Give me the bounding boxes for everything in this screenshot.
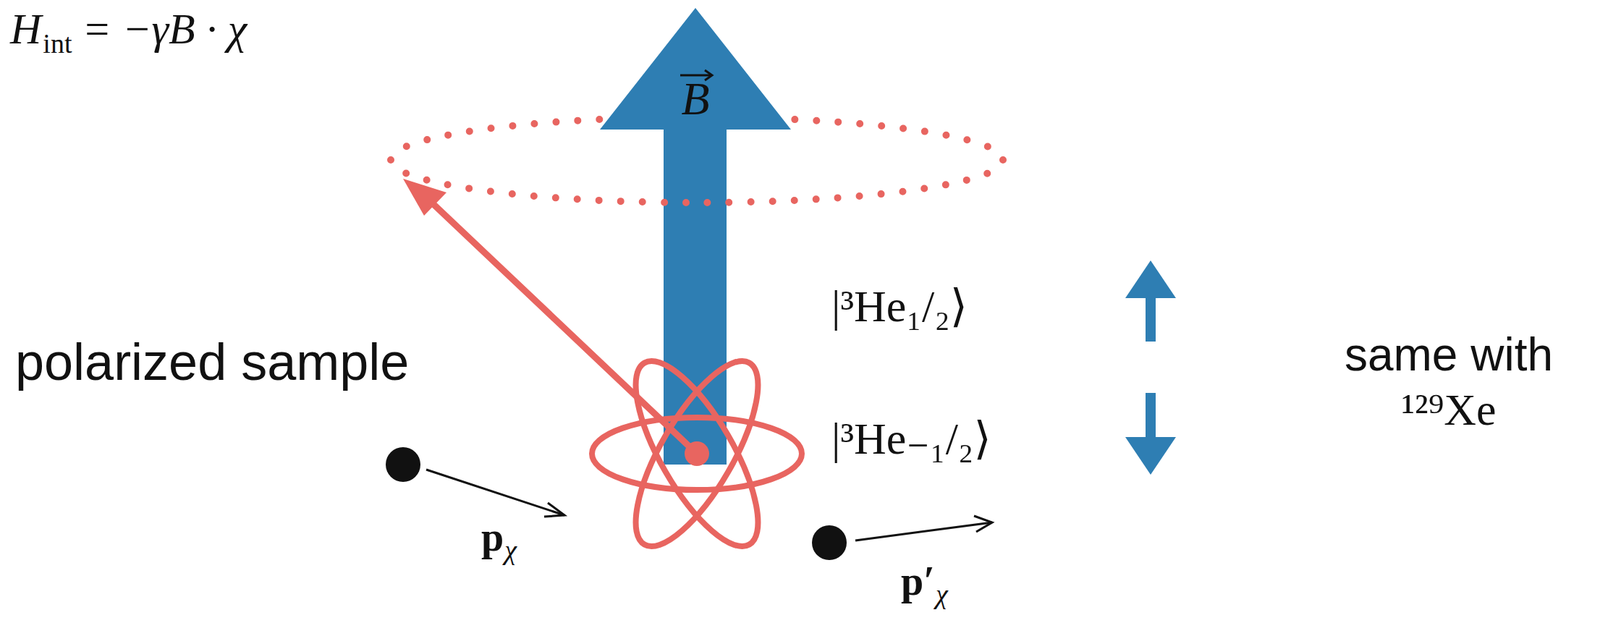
field-arrow-head xyxy=(599,7,791,130)
spin-up-arrow xyxy=(1125,260,1176,342)
field-label: B xyxy=(680,75,710,123)
spin-down-arrow xyxy=(1125,392,1176,475)
formula: H xyxy=(10,7,42,51)
momentum-label: p xyxy=(481,516,504,558)
momentum-arrow xyxy=(426,469,565,516)
momentum-subscript: χ xyxy=(935,580,948,608)
spin-arrow-head xyxy=(403,178,447,216)
sample-label: polarized sample xyxy=(15,335,409,388)
momentum-label: p′ xyxy=(900,560,935,602)
momentum-arrow xyxy=(855,522,993,541)
momentum-arrow-head xyxy=(974,515,993,532)
momentum-subscript: χ xyxy=(504,536,517,564)
nucleus xyxy=(684,441,710,467)
isotope-label: ¹²⁹Xe xyxy=(1400,387,1496,433)
formula: = −γB · χ xyxy=(81,7,247,51)
note: same with xyxy=(1344,331,1553,378)
spin-state: |³He₋₁/₂⟩ xyxy=(831,416,992,461)
atom-icon xyxy=(591,344,802,563)
particle xyxy=(385,447,421,482)
precession-orbit-front xyxy=(390,159,1003,203)
formula-subscript: int xyxy=(42,29,72,58)
particle xyxy=(811,525,847,561)
spin-arrow xyxy=(423,194,697,454)
spin-state: |³He₁/₂⟩ xyxy=(831,283,968,329)
momentum-arrow-head xyxy=(544,502,565,517)
